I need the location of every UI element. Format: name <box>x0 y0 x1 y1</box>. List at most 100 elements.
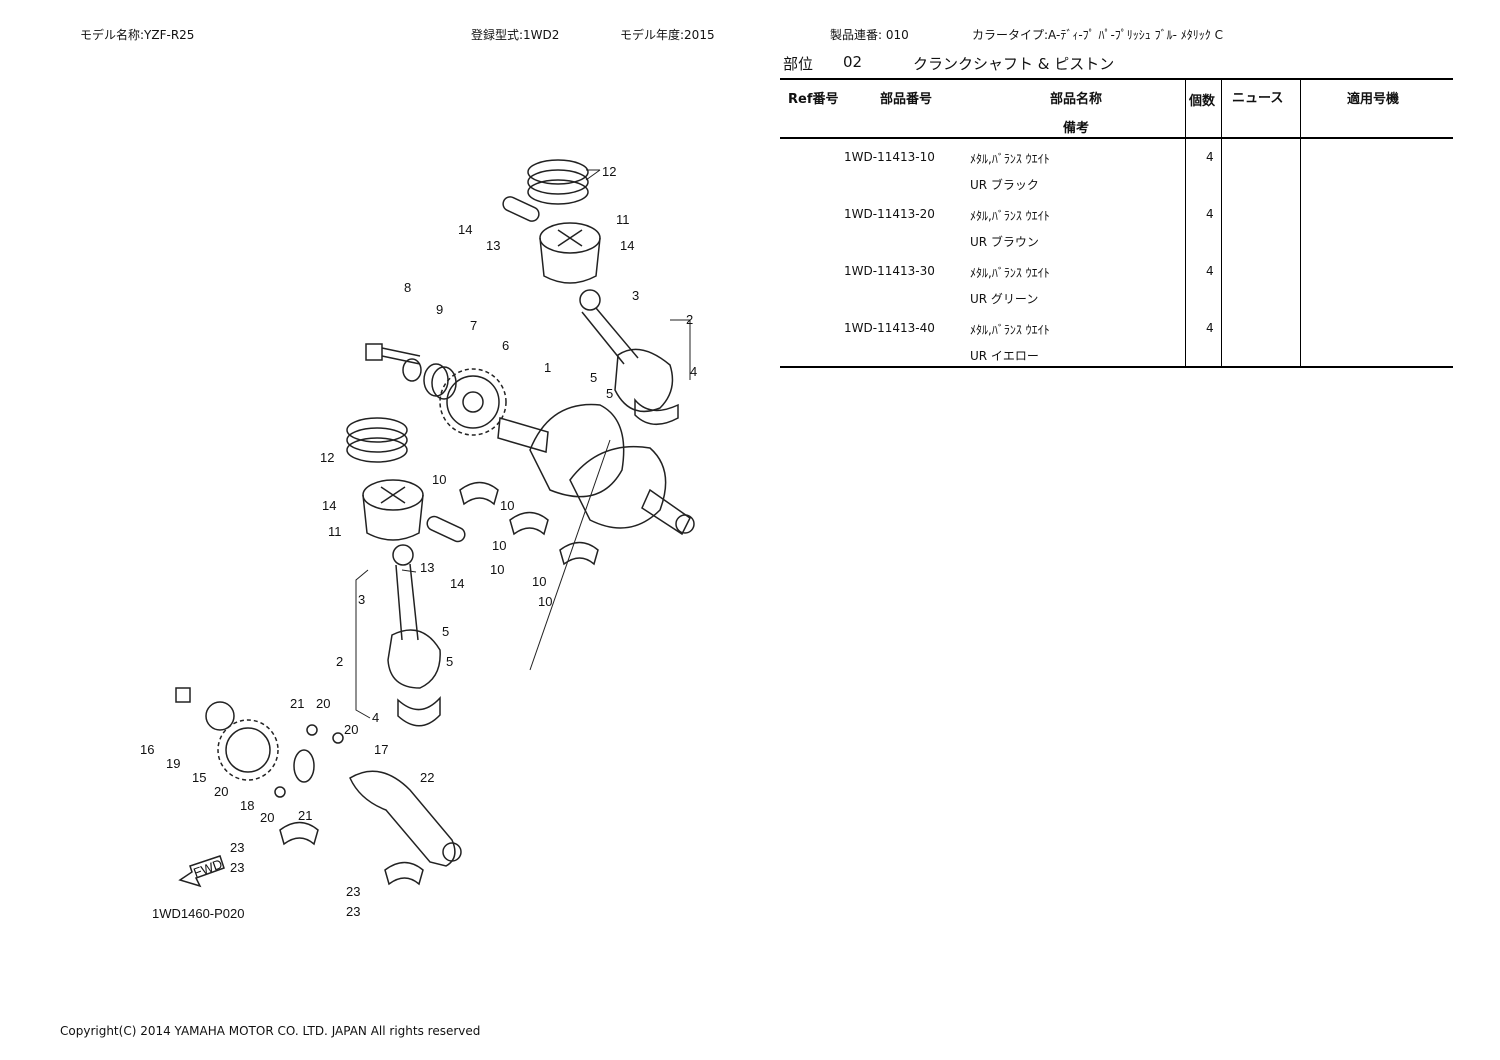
callout-label: 19 <box>166 756 180 771</box>
part-name: ﾒﾀﾙ,ﾊﾞﾗﾝｽ ｳｴｲﾄ <box>970 266 1050 280</box>
part-number: 1WD-11413-10 <box>844 150 935 164</box>
part-remarks: UR ブラック <box>970 178 1039 192</box>
callout-label: 20 <box>214 784 228 799</box>
header-remarks: 備考 <box>1063 121 1090 136</box>
callout-leaders <box>355 169 691 719</box>
washer <box>402 358 422 382</box>
crankshaft <box>497 403 695 536</box>
callout-label: 14 <box>458 222 472 237</box>
table-header-rule <box>780 137 1453 139</box>
callout-label: 10 <box>500 498 514 513</box>
callout-label: 5 <box>446 654 453 669</box>
callout-label: 14 <box>620 238 634 253</box>
column-divider <box>1185 78 1186 368</box>
connecting-rod-lower <box>387 544 441 727</box>
fwd-label: FWD <box>191 856 224 880</box>
callout-label: 10 <box>538 594 552 609</box>
callout-label: 20 <box>344 722 358 737</box>
callout-label: 11 <box>328 524 342 539</box>
bolt <box>365 343 421 365</box>
callout-label: 10 <box>490 562 504 577</box>
piston-ring-set-lower <box>346 417 408 463</box>
header-news: ニュース <box>1232 91 1284 106</box>
balancer-shaft <box>349 770 462 867</box>
fwd-arrow-icon <box>178 855 225 888</box>
callout-label: 9 <box>436 302 443 317</box>
callout-label: 11 <box>616 212 630 227</box>
piston-ring-set-upper <box>527 159 589 205</box>
section-label: 部位 <box>783 55 814 73</box>
copyright-notice: Copyright(C) 2014 YAMAHA MOTOR CO. LTD. … <box>60 1024 481 1038</box>
table-top-rule <box>780 78 1453 80</box>
table-bottom-rule <box>780 366 1453 368</box>
callout-label: 18 <box>240 798 254 813</box>
callout-label: 8 <box>404 280 411 295</box>
header-part-number: 部品番号 <box>880 92 933 107</box>
product-serial: 製品連番: 010 <box>830 28 909 42</box>
weight-plate <box>274 724 344 798</box>
callout-label: 10 <box>492 538 506 553</box>
callout-label: 4 <box>690 364 697 379</box>
callout-label: 1 <box>544 360 551 375</box>
part-remarks: UR イエロー <box>970 349 1039 363</box>
callout-label: 10 <box>432 472 446 487</box>
part-remarks: UR ブラウン <box>970 235 1039 249</box>
callout-label: 6 <box>502 338 509 353</box>
callout-label: 20 <box>260 810 274 825</box>
callout-numbers: 12 14 13 11 14 3 2 8 9 7 6 1 5 5 4 12 10… <box>140 164 697 921</box>
callout-label: 7 <box>470 318 477 333</box>
callout-label: 12 <box>602 164 616 179</box>
piston-upper <box>539 222 601 284</box>
callout-label: 16 <box>140 742 154 757</box>
parts-illustration: 12 14 13 11 14 3 2 8 9 7 6 1 5 5 4 12 10… <box>140 159 697 921</box>
header-applicable: 適用号機 <box>1347 92 1400 107</box>
callout-label: 3 <box>632 288 639 303</box>
part-name: ﾒﾀﾙ,ﾊﾞﾗﾝｽ ｳｴｲﾄ <box>970 323 1050 337</box>
callout-label: 20 <box>316 696 330 711</box>
callout-label: 2 <box>686 312 693 327</box>
model-name: モデル名称:YZF-R25 <box>80 28 195 42</box>
callout-label: 23 <box>230 860 244 875</box>
callout-label: 2 <box>336 654 343 669</box>
part-remarks: UR グリーン <box>970 292 1039 306</box>
piston-pin-upper <box>502 196 540 222</box>
callout-label: 5 <box>606 386 613 401</box>
callout-label: 21 <box>290 696 304 711</box>
callout-label: 10 <box>532 574 546 589</box>
part-number: 1WD-11413-40 <box>844 321 935 335</box>
callout-label: 23 <box>346 904 360 919</box>
header-ref: Ref番号 <box>788 92 839 107</box>
part-qty: 4 <box>1206 264 1214 278</box>
header-part-name: 部品名称 <box>1050 92 1103 107</box>
part-qty: 4 <box>1206 150 1214 164</box>
callout-label: 22 <box>420 770 434 785</box>
part-qty: 4 <box>1206 321 1214 335</box>
exploded-parts-diagram: 12 14 13 11 14 3 2 8 9 7 6 1 5 5 4 12 10… <box>130 150 720 930</box>
callout-label: 3 <box>358 592 365 607</box>
callout-label: 4 <box>372 710 379 725</box>
callout-label: 23 <box>230 840 244 855</box>
callout-label: 12 <box>320 450 334 465</box>
color-type: カラータイプ:A-ﾃﾞｨ-ﾌﾟ ﾊﾟ-ﾌﾟﾘｯｼｭ ﾌﾞﾙ- ﾒﾀﾘｯｸ C <box>972 28 1223 42</box>
callout-label: 5 <box>590 370 597 385</box>
figure-code: 1WD1460-P020 <box>152 906 245 921</box>
part-name: ﾒﾀﾙ,ﾊﾞﾗﾝｽ ｳｴｲﾄ <box>970 209 1050 223</box>
callout-label: 21 <box>298 808 312 823</box>
callout-label: 14 <box>322 498 336 513</box>
parts-table: Ref番号 部品番号 部品名称 備考 個数 ニュース 適用号機 1WD-1141… <box>780 78 1453 368</box>
piston-pin-lower <box>426 515 466 543</box>
connecting-rod-upper <box>579 289 679 425</box>
gear <box>439 368 507 436</box>
part-name: ﾒﾀﾙ,ﾊﾞﾗﾝｽ ｳｴｲﾄ <box>970 152 1050 166</box>
callout-label: 15 <box>192 770 206 785</box>
callout-label: 23 <box>346 884 360 899</box>
header-qty: 個数 <box>1189 94 1216 109</box>
part-number: 1WD-11413-30 <box>844 264 935 278</box>
callout-label: 5 <box>442 624 449 639</box>
callout-label: 14 <box>450 576 464 591</box>
balancer-gear <box>175 687 279 781</box>
callout-label: 17 <box>374 742 388 757</box>
piston-lower <box>362 479 424 541</box>
needle-bearing <box>423 363 457 400</box>
part-qty: 4 <box>1206 207 1214 221</box>
